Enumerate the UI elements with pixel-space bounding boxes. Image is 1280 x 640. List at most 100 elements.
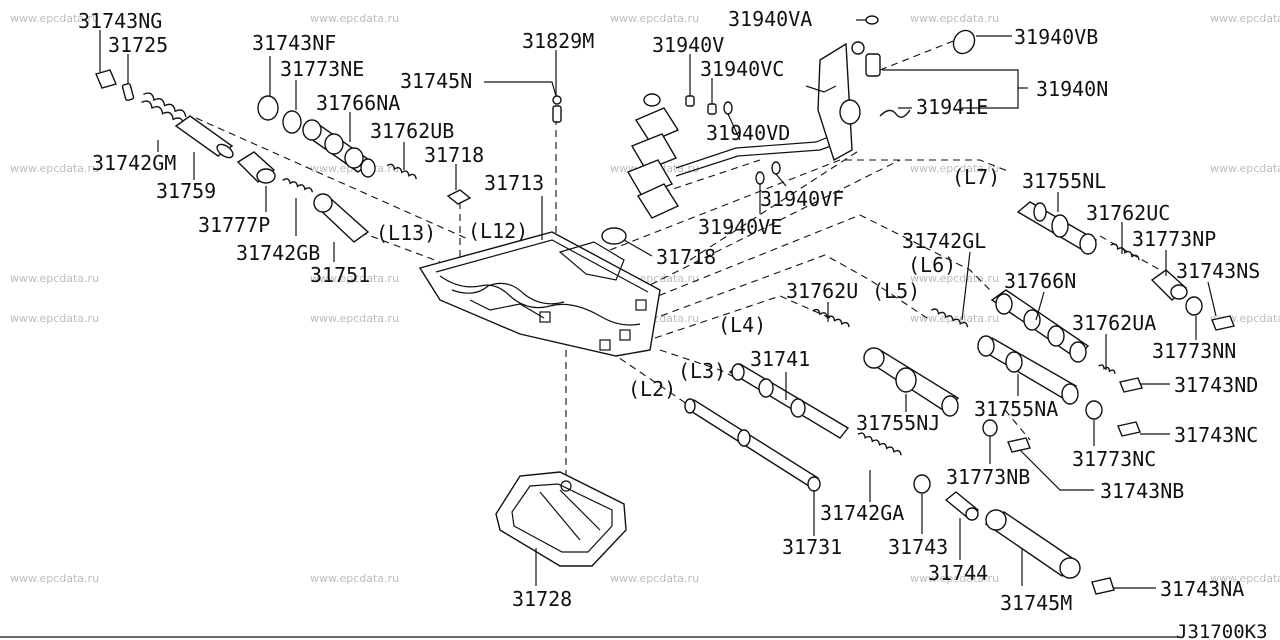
part-label: (L2) (628, 377, 676, 401)
sleeve-31759 (174, 115, 234, 159)
part-label: 31743NC (1174, 423, 1258, 447)
part-label: 31940V (652, 33, 724, 57)
sleeve-31777p (236, 151, 276, 184)
part-label: 31829M (522, 29, 594, 53)
watermark: www.epcdata.ru (310, 312, 399, 325)
watermark: www.epcdata.ru (1210, 12, 1280, 25)
part-label: 31743NB (1100, 479, 1184, 503)
valve-31766na (302, 119, 376, 178)
part-label: 31718 (656, 245, 716, 269)
plug-31773nc (1085, 400, 1103, 420)
watermark: www.epcdata.ru (310, 12, 399, 25)
watermark: www.epcdata.ru (910, 162, 999, 175)
part-label: 31751 (310, 263, 370, 287)
diagram-code: J31700K3 (1176, 621, 1268, 640)
ring-31940vb (952, 29, 976, 55)
watermark: www.epcdata.ru (910, 12, 999, 25)
part-label: 31743NF (252, 31, 336, 55)
part-label: 31755NL (1022, 169, 1106, 193)
part-label: 31742GL (902, 229, 986, 253)
separator-plate-31728 (495, 471, 627, 567)
check-ball-31718-lower (601, 227, 627, 245)
spring-31742gl (930, 308, 969, 328)
check-ball-31718-upper (446, 189, 472, 205)
valve-31755nj (863, 347, 960, 417)
screen-31829m (552, 95, 562, 123)
valve-31751 (313, 193, 370, 243)
spring-31742ga (857, 432, 902, 456)
part-label: 31773NC (1072, 447, 1156, 471)
guide-line-31940vb (879, 39, 957, 71)
part-label: 31725 (108, 33, 168, 57)
part-label: (L3) (678, 359, 726, 383)
valve-31741 (728, 363, 850, 439)
part-label: 31766NA (316, 91, 400, 115)
part-label: (L4) (718, 313, 766, 337)
sleeve-31745m (984, 509, 1081, 579)
spring-31762uc (1110, 243, 1140, 261)
part-label: 31766N (1004, 269, 1076, 293)
spring-31742gm (141, 92, 187, 126)
part-label: 31940VD (706, 121, 790, 145)
parts-layer (95, 15, 1235, 595)
part-label: 31755NJ (856, 411, 940, 435)
retainer-31743nd (1119, 377, 1143, 393)
part-label: 31743ND (1174, 373, 1258, 397)
part-label: 31745M (1000, 591, 1072, 615)
part-label: 31741 (750, 347, 810, 371)
part-label: 31713 (484, 171, 544, 195)
retainer-31743ns (1211, 315, 1235, 331)
part-label: 31762UC (1086, 201, 1170, 225)
part-label: 31773NN (1152, 339, 1236, 363)
watermark: www.epcdata.ru (10, 12, 99, 25)
plug-31773np (1150, 269, 1188, 301)
part-label: 31742GB (236, 241, 320, 265)
watermark: www.epcdata.ru (310, 272, 399, 285)
retainer-31743nc (1117, 421, 1141, 437)
watermark: www.epcdata.ru (1210, 572, 1280, 585)
retainer-31743na (1091, 577, 1115, 595)
spring-31762ub (386, 163, 417, 180)
leader-lines (99, 19, 1217, 589)
retainer-clip-31743ng (95, 69, 117, 89)
part-label: 31940VC (700, 57, 784, 81)
part-label: 31762UB (370, 119, 454, 143)
guide-line-l12 (195, 117, 471, 241)
pin-31725 (121, 82, 135, 102)
part-label: 31940VA (728, 7, 812, 31)
part-label: 31755NA (974, 397, 1058, 421)
part-label: 31762UA (1072, 311, 1156, 335)
seal-31940ve (755, 171, 765, 185)
part-labels: 31743NG 31725 31743NF 31773NE 31766NA 31… (78, 7, 1260, 615)
part-label: 31731 (782, 535, 842, 559)
retainer-31743nb (1007, 437, 1031, 453)
valve-31766n (990, 289, 1090, 363)
part-label: 31744 (928, 561, 988, 585)
part-label: 31742GM (92, 151, 176, 175)
part-label: (L7) (952, 165, 1000, 189)
part-label: 31762U (786, 279, 858, 303)
sleeve-31744 (944, 491, 980, 521)
part-label: 31743NS (1176, 259, 1260, 283)
part-label: (L5) (872, 279, 920, 303)
plug-31743 (913, 474, 931, 494)
guide-line-solenoid-b (689, 149, 861, 261)
clip-31941e (879, 109, 911, 118)
solenoid-assembly-31940n (626, 41, 881, 219)
watermark: www.epcdata.ru (910, 572, 999, 585)
watermark: www.epcdata.ru (310, 572, 399, 585)
ring-31940va (865, 15, 879, 25)
part-label: 31940VF (760, 187, 844, 211)
seal-31940vd (723, 101, 733, 115)
ring-31743nf (257, 95, 279, 121)
watermark: www.epcdata.ru (10, 162, 99, 175)
part-label: 31940N (1036, 77, 1108, 101)
part-label: 31773NP (1132, 227, 1216, 251)
part-label: 31743NG (78, 9, 162, 33)
plug-31773ne (282, 110, 302, 134)
part-label: 31728 (512, 587, 572, 611)
part-label: 31940VB (1014, 25, 1098, 49)
part-label: 31743 (888, 535, 948, 559)
plug-31773nb (982, 419, 998, 437)
